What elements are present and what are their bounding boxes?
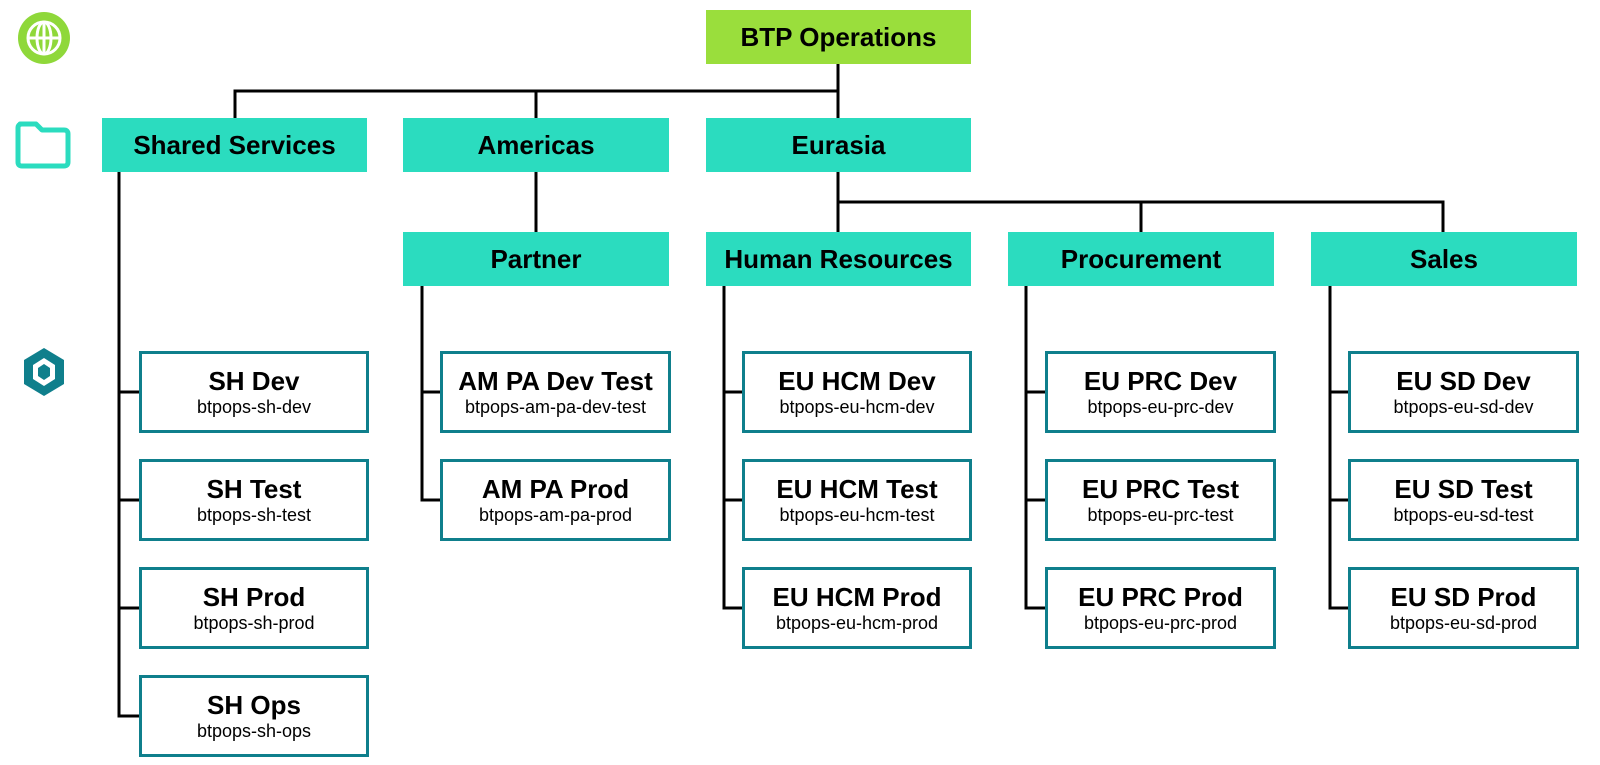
subaccount-eu-hcm-prod[interactable]: EU HCM Prod btpops-eu-hcm-prod [742, 567, 972, 649]
subaccount-title: EU SD Dev [1396, 365, 1531, 396]
subaccount-am-pa-prod[interactable]: AM PA Prod btpops-am-pa-prod [440, 459, 671, 541]
folder-partner[interactable]: Partner [403, 232, 669, 286]
subaccount-title: EU PRC Test [1082, 473, 1239, 504]
subaccount-id: btpops-am-pa-dev-test [464, 396, 647, 417]
subaccount-title: EU PRC Prod [1078, 581, 1243, 612]
subaccount-id: btpops-eu-sd-prod [1389, 612, 1538, 633]
folder-icon [14, 118, 72, 170]
subaccount-eu-prc-prod[interactable]: EU PRC Prod btpops-eu-prc-prod [1045, 567, 1276, 649]
folder-americas[interactable]: Americas [403, 118, 669, 172]
subaccount-id: btpops-eu-hcm-dev [779, 396, 935, 417]
subaccount-id: btpops-am-pa-prod [478, 504, 633, 525]
subaccount-title: SH Prod [202, 581, 306, 612]
subaccount-id: btpops-eu-sd-test [1393, 504, 1534, 525]
subaccount-title: EU HCM Prod [772, 581, 942, 612]
subaccount-id: btpops-sh-test [196, 504, 312, 525]
subaccount-id: btpops-sh-prod [193, 612, 315, 633]
subaccount-title: EU HCM Dev [778, 365, 936, 396]
subaccount-id: btpops-eu-sd-dev [1393, 396, 1534, 417]
subaccount-id: btpops-eu-prc-test [1087, 504, 1234, 525]
subaccount-title: SH Dev [208, 365, 300, 396]
subaccount-eu-hcm-test[interactable]: EU HCM Test btpops-eu-hcm-test [742, 459, 972, 541]
subaccount-eu-sd-prod[interactable]: EU SD Prod btpops-eu-sd-prod [1348, 567, 1579, 649]
folder-eurasia[interactable]: Eurasia [706, 118, 971, 172]
subaccount-title: AM PA Prod [481, 473, 630, 504]
subaccount-id: btpops-sh-dev [196, 396, 312, 417]
subaccount-title: SH Test [206, 473, 302, 504]
subaccount-title: EU HCM Test [776, 473, 938, 504]
subaccount-sh-prod[interactable]: SH Prod btpops-sh-prod [139, 567, 369, 649]
subaccount-sh-ops[interactable]: SH Ops btpops-sh-ops [139, 675, 369, 757]
subaccount-sh-dev[interactable]: SH Dev btpops-sh-dev [139, 351, 369, 433]
subaccount-sh-test[interactable]: SH Test btpops-sh-test [139, 459, 369, 541]
subaccount-id: btpops-eu-prc-dev [1087, 396, 1234, 417]
subaccount-title: EU SD Prod [1390, 581, 1537, 612]
subaccount-id: btpops-eu-hcm-test [779, 504, 935, 525]
folder-human-resources[interactable]: Human Resources [706, 232, 971, 286]
subaccount-title: AM PA Dev Test [458, 365, 653, 396]
subaccount-am-pa-dev-test[interactable]: AM PA Dev Test btpops-am-pa-dev-test [440, 351, 671, 433]
subaccount-id: btpops-sh-ops [196, 720, 312, 741]
subaccount-eu-hcm-dev[interactable]: EU HCM Dev btpops-eu-hcm-dev [742, 351, 972, 433]
subaccount-eu-sd-test[interactable]: EU SD Test btpops-eu-sd-test [1348, 459, 1579, 541]
subaccount-id: btpops-eu-prc-prod [1083, 612, 1238, 633]
folder-procurement[interactable]: Procurement [1008, 232, 1274, 286]
subaccount-id: btpops-eu-hcm-prod [775, 612, 939, 633]
subaccount-eu-prc-test[interactable]: EU PRC Test btpops-eu-prc-test [1045, 459, 1276, 541]
root-node-btp-operations[interactable]: BTP Operations [706, 10, 971, 64]
folder-sales[interactable]: Sales [1311, 232, 1577, 286]
subaccount-icon [18, 344, 70, 400]
subaccount-eu-prc-dev[interactable]: EU PRC Dev btpops-eu-prc-dev [1045, 351, 1276, 433]
subaccount-title: EU PRC Dev [1083, 365, 1238, 396]
folder-shared-services[interactable]: Shared Services [102, 118, 367, 172]
subaccount-title: EU SD Test [1394, 473, 1533, 504]
subaccount-title: SH Ops [207, 689, 301, 720]
subaccount-eu-sd-dev[interactable]: EU SD Dev btpops-eu-sd-dev [1348, 351, 1579, 433]
globe-icon [16, 10, 72, 66]
